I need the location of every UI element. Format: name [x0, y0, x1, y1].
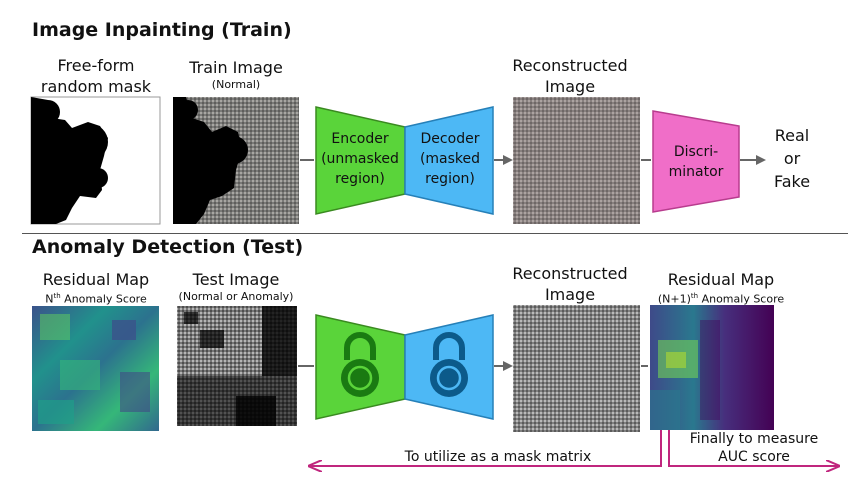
train-section-title: Image Inpainting (Train): [32, 19, 292, 41]
residual-map-right: [650, 305, 774, 430]
mask-matrix-text: To utilize as a mask matrix: [404, 449, 592, 465]
mask-label: Free-form random mask: [40, 56, 152, 96]
decoder-block: Decoder (masked region): [404, 106, 494, 215]
svg-text:Real: Real: [775, 126, 810, 145]
discriminator-line-2: minator: [669, 164, 724, 180]
train-recon-label: Reconstructed Image: [512, 56, 628, 96]
train-image-label: Train Image (Normal): [189, 58, 283, 91]
test-recon-label: Reconstructed Image: [512, 264, 628, 304]
test-section-title: Anomaly Detection (Test): [32, 236, 304, 258]
lock-icon-green: [341, 332, 379, 397]
discriminator-line-1: Discri-: [674, 144, 718, 160]
test-reconstructed-image: [513, 305, 640, 432]
auc-text-line-1: Finally to measure: [690, 431, 818, 447]
residual-map-left: [32, 306, 159, 431]
auc-text-line-2: AUC score: [718, 449, 790, 465]
decoder-line-2: (masked: [420, 151, 480, 167]
train-image: [173, 97, 299, 224]
encoder-block: Encoder (unmasked region): [315, 106, 406, 215]
train-reconstructed-image: [513, 97, 640, 224]
discriminator-block: Discri- minator: [652, 110, 740, 213]
decoder-line-1: Decoder: [421, 131, 480, 147]
auc-arrow: [668, 430, 838, 466]
random-mask-image: [30, 96, 161, 225]
locked-decoder-block: [404, 314, 494, 420]
test-image: [177, 306, 297, 426]
svg-text:or: or: [784, 149, 801, 168]
residual-right-label: Residual Map (N+1)th Anomaly Score: [657, 270, 785, 306]
decoder-line-3: region): [425, 171, 475, 187]
lock-icon-blue: [430, 332, 468, 397]
test-image-label: Test Image (Normal or Anomaly): [178, 270, 294, 303]
section-divider: [22, 233, 848, 234]
encoder-line-3: region): [335, 171, 385, 187]
svg-text:Fake: Fake: [774, 172, 810, 191]
mask-matrix-arrow: [310, 430, 662, 466]
encoder-line-2: (unmasked: [321, 151, 399, 167]
encoder-line-1: Encoder: [331, 131, 388, 147]
real-fake-output: Real or Fake: [774, 126, 810, 191]
locked-encoder-block: [315, 314, 406, 420]
residual-left-label: Residual Map Nth Anomaly Score: [42, 270, 150, 306]
